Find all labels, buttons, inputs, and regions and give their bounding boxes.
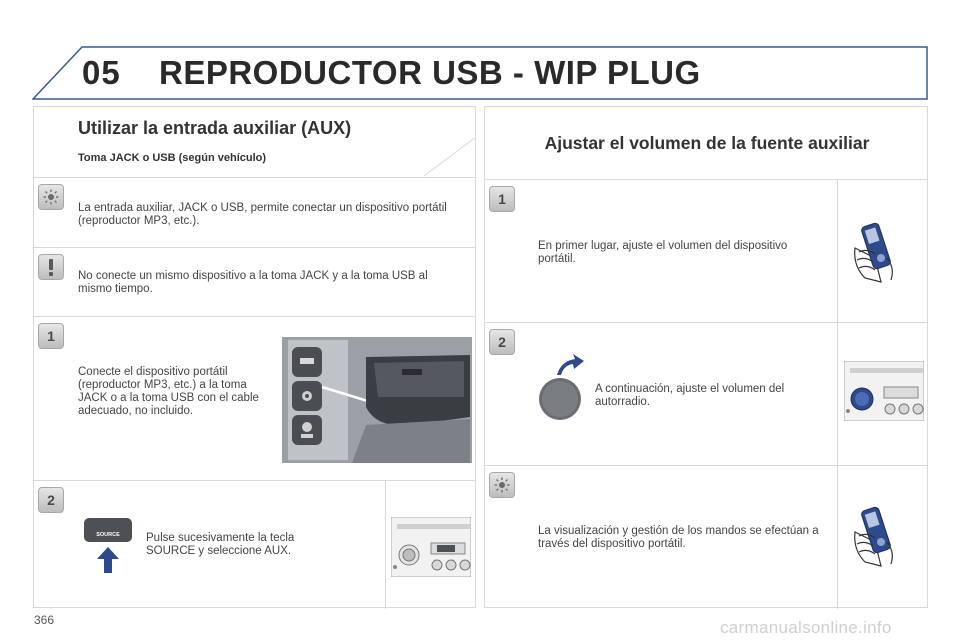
page-header: 05 REPRODUCTOR USB - WIP PLUG [32, 46, 928, 100]
volume-knob-icon [539, 354, 584, 420]
info-row-device-control: La visualización y gestión de los mandos… [485, 465, 927, 609]
warning-row: No conecte un mismo dispositivo a la tom… [34, 247, 475, 316]
step-2-badge-right: 2 [489, 329, 515, 355]
aux-input-section: Utilizar la entrada auxiliar (AUX) Toma … [33, 106, 477, 609]
connect-step-text: Conecte el dispositivo portátil (reprodu… [78, 366, 259, 417]
device-control-text: La visualización y gestión de los mandos… [538, 525, 819, 550]
portable-device-in-hand-illustration [854, 506, 893, 567]
step-row-device-volume: 1 En primer lugar, ajuste el volumen del… [485, 179, 927, 323]
jack-usb-ports-illustration [282, 337, 472, 463]
radio-volume-text: A continuación, ajuste el volumen del au… [595, 383, 785, 408]
portable-device-in-hand-illustration [854, 222, 893, 283]
row-divider-right-2 [837, 323, 838, 466]
source-key-illustration [84, 518, 132, 573]
warning-icon [38, 254, 64, 280]
car-radio-source-illustration [391, 517, 471, 577]
step-1-badge: 1 [38, 323, 64, 349]
car-radio-volume-illustration [844, 361, 924, 421]
section-title-diagonal [423, 136, 477, 177]
lightbulb-icon [38, 184, 64, 210]
row-divider-right-3 [837, 466, 838, 609]
page-number: 366 [34, 613, 55, 627]
watermark: carmanualsonline.info [720, 618, 892, 637]
source-key-label: SOURCE [96, 532, 120, 538]
step-2-badge: 2 [38, 487, 64, 513]
page-title: REPRODUCTOR USB - WIP PLUG [159, 54, 701, 91]
section-title-volume: Ajustar el volumen de la fuente auxiliar [544, 133, 870, 153]
step-row-connect: 1 Conecte el dispositivo portátil (repro… [34, 316, 475, 480]
device-volume-text: En primer lugar, ajuste el volumen del d… [538, 240, 788, 265]
step-row-source: 2 SOURCE Pulse sucesivamente la tecla SO… [34, 480, 475, 609]
info-row-aux: La entrada auxiliar, JACK o USB, permite… [34, 177, 475, 247]
aux-volume-section: Ajustar el volumen de la fuente auxiliar… [484, 106, 928, 609]
lightbulb-icon [489, 472, 515, 498]
chapter-number: 05 [82, 54, 121, 91]
header-banner-shape [32, 46, 928, 100]
source-step-text: Pulse sucesivamente la tecla SOURCE y se… [146, 532, 295, 557]
aux-info-text: La entrada auxiliar, JACK o USB, permite… [78, 202, 447, 227]
section-subtitle-jack-usb: Toma JACK o USB (según vehículo) [78, 152, 267, 164]
step-row-radio-volume: 2 A continuación, ajuste el volumen del … [485, 322, 927, 466]
section-title-aux: Utilizar la entrada auxiliar (AUX) [78, 118, 352, 138]
row-divider-right-1 [837, 180, 838, 323]
row-divider [385, 481, 386, 609]
step-1-badge-right: 1 [489, 186, 515, 212]
warning-text: No conecte un mismo dispositivo a la tom… [78, 270, 428, 295]
